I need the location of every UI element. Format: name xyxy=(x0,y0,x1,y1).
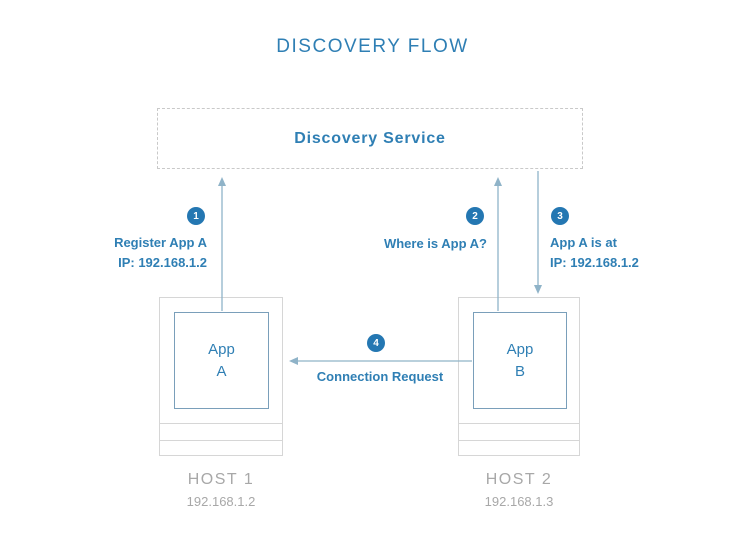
step-4-badge: 4 xyxy=(367,334,385,352)
arrowhead-register xyxy=(218,177,226,186)
host-2-divider xyxy=(459,440,579,441)
step-1-line2: IP: 192.168.1.2 xyxy=(118,255,207,270)
host-2-divider xyxy=(459,423,579,424)
discovery-service-label: Discovery Service xyxy=(294,129,446,147)
arrowhead-connect xyxy=(289,357,298,365)
app-b-label-line2: B xyxy=(514,362,525,380)
step-2-line1: Where is App A? xyxy=(383,236,487,251)
step-1-badge: 1 xyxy=(187,207,205,225)
host-1-divider xyxy=(160,440,282,441)
step-3-badge: 3 xyxy=(551,207,569,225)
app-a-label-line2: A xyxy=(216,362,227,380)
step-3-label: App A is at IP: 192.168.1.2 xyxy=(550,233,700,273)
step-1-line1: Register App A xyxy=(114,235,207,250)
app-a-box: App A xyxy=(174,312,269,409)
step-3-line1: App A is at xyxy=(550,235,617,250)
host-1-name: HOST 1 xyxy=(187,471,255,488)
host-2-box: App B xyxy=(458,297,580,456)
diagram-title: DISCOVERY FLOW xyxy=(276,36,469,57)
step-1-label: Register App A IP: 192.168.1.2 xyxy=(60,233,207,273)
step-4-label: Connection Request xyxy=(300,367,460,387)
step-3-line2: IP: 192.168.1.2 xyxy=(550,255,639,270)
app-a-label-line1: App xyxy=(208,340,235,358)
discovery-service-box: Discovery Service xyxy=(157,108,583,169)
step-2-label: Where is App A? xyxy=(340,234,487,254)
host-2-name: HOST 2 xyxy=(485,471,553,488)
app-b-box: App B xyxy=(473,312,567,409)
host-2-ip: 192.168.1.3 xyxy=(484,494,554,509)
host-1-box: App A xyxy=(159,297,283,456)
host-1-ip: 192.168.1.2 xyxy=(186,494,256,509)
host-1-divider xyxy=(160,423,282,424)
app-b-label-line1: App xyxy=(506,340,534,358)
arrowhead-response xyxy=(534,285,542,294)
arrowhead-query xyxy=(494,177,502,186)
step-4-line1: Connection Request xyxy=(316,369,444,384)
step-2-badge: 2 xyxy=(466,207,484,225)
